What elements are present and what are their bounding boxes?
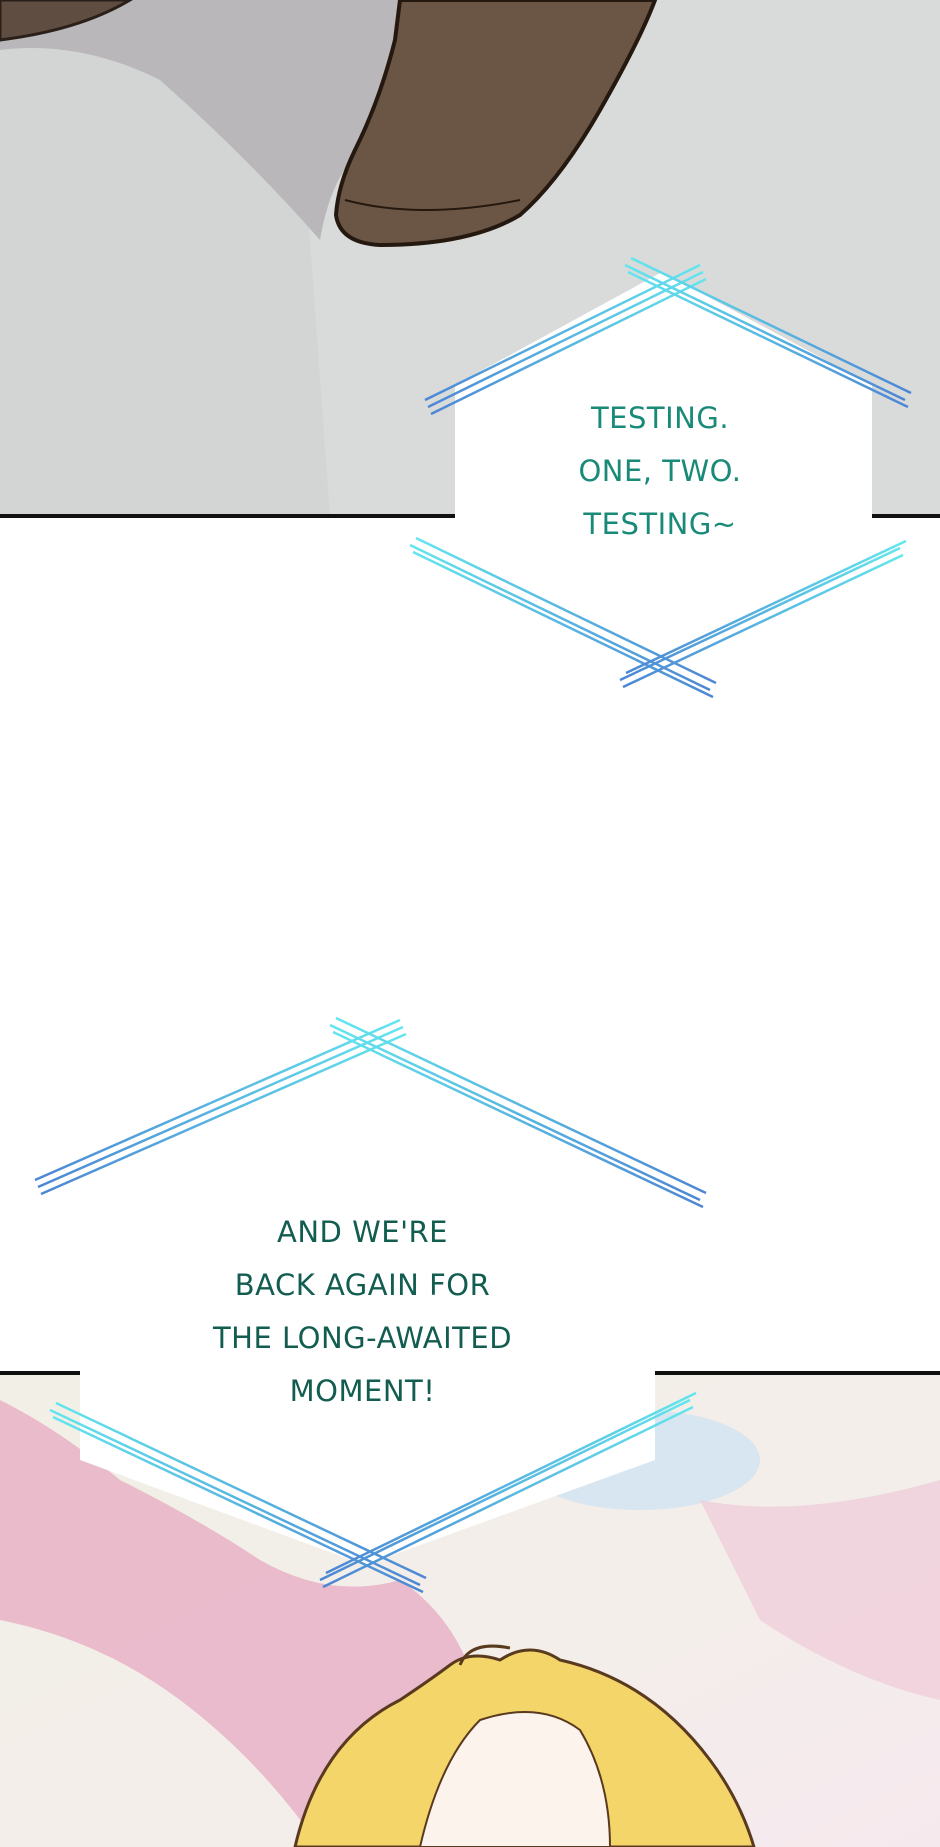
caption-frame-2 bbox=[34, 1016, 707, 1594]
caption-text-1: TESTING. ONE, TWO. TESTING~ bbox=[520, 392, 800, 551]
shoe-left-icon bbox=[0, 0, 133, 42]
caption-line: AND WE'RE bbox=[276, 1215, 449, 1249]
caption-frame-1 bbox=[409, 256, 912, 699]
caption-line: MOMENT! bbox=[289, 1374, 436, 1408]
caption-line: THE LONG-AWAITED bbox=[212, 1321, 513, 1355]
caption-line: TESTING~ bbox=[583, 507, 737, 541]
caption-line: ONE, TWO. bbox=[578, 454, 742, 488]
caption-text-2: AND WE'RE BACK AGAIN FOR THE LONG-AWAITE… bbox=[160, 1206, 565, 1418]
caption-line: BACK AGAIN FOR bbox=[234, 1268, 491, 1302]
caption-line: TESTING. bbox=[590, 401, 730, 435]
shoe-icon bbox=[333, 0, 658, 248]
panel-shoe bbox=[0, 0, 940, 518]
